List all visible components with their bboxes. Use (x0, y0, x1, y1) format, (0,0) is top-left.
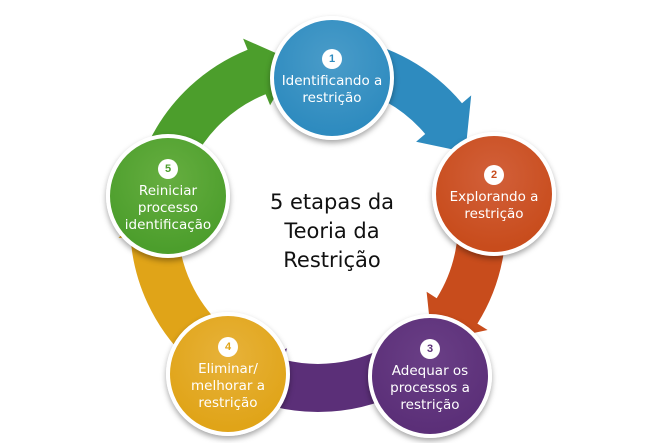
title-line-1: 5 etapas da (269, 190, 395, 214)
step-label-line: Reiniciar (138, 182, 198, 199)
step-label-line: restrição (302, 90, 362, 106)
step-label-line: processos a (390, 379, 470, 396)
step-node-4: 4 Eliminar/ melhorar a restrição (166, 312, 290, 436)
step-label-line: melhorar a (191, 377, 265, 394)
step-label: Reiniciar processo identificação (114, 183, 222, 234)
step-label-line: Eliminar/ (198, 360, 258, 377)
step-label: Eliminar/ melhorar a restrição (174, 361, 282, 412)
step-number-badge: 2 (484, 165, 504, 185)
step-number-badge: 3 (420, 338, 440, 359)
arrow-segment-5 (149, 38, 296, 163)
title-line-3: Restrição (283, 248, 381, 272)
step-label-line: Identificando a (281, 73, 383, 89)
step-number-badge: 4 (218, 336, 238, 357)
step-label-line: restrição (198, 394, 258, 411)
step-label-line: Explorando a (449, 189, 539, 205)
title-line-2: Teoria da (284, 219, 380, 243)
step-number-badge: 1 (322, 49, 342, 69)
step-label: Explorando a restrição (440, 189, 548, 223)
step-node-5: 5 Reiniciar processo identificação (106, 134, 230, 258)
center-title: 5 etapas da Teoria da Restrição (232, 188, 432, 275)
step-label-line: processo (137, 199, 199, 216)
step-node-3: 3 Adequar os processos a restrição (368, 314, 492, 438)
step-label-line: restrição (400, 396, 460, 413)
step-node-1: 1 Identificando a restrição (270, 16, 394, 140)
step-number-badge: 5 (158, 158, 178, 179)
step-label-line: restrição (464, 206, 524, 222)
step-node-2: 2 Explorando a restrição (432, 132, 556, 256)
step-label-line: Adequar os (391, 362, 469, 379)
step-label-line: identificação (124, 216, 212, 233)
step-label: Identificando a restrição (278, 73, 386, 107)
step-label: Adequar os processos a restrição (376, 363, 484, 414)
